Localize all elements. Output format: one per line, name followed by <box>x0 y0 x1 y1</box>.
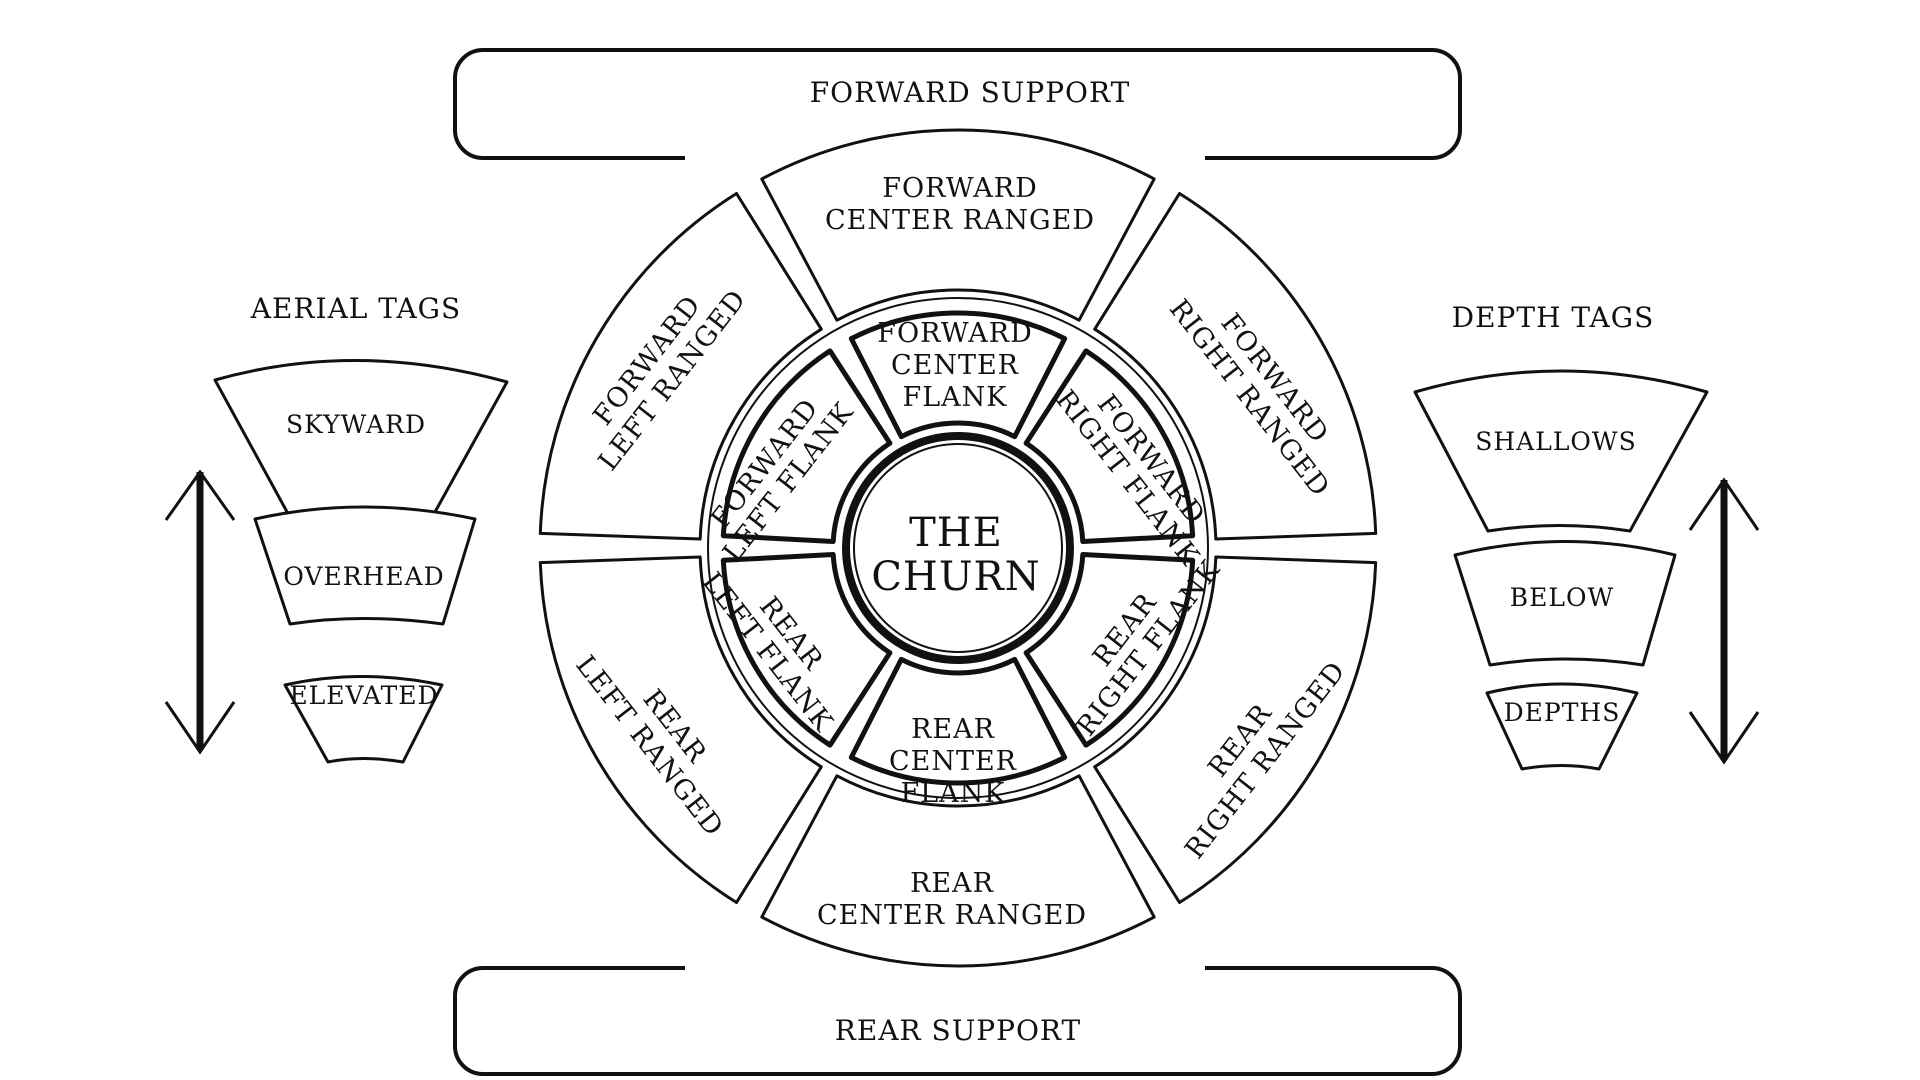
rear-center-ranged-segment <box>760 774 1156 968</box>
forward-left-ranged-segment <box>538 192 823 541</box>
shallows-tag-label: SHALLOWS <box>1475 427 1637 456</box>
rear-center-flank-line2: CENTER <box>889 746 1017 777</box>
rear-left-flank-segment <box>720 552 893 748</box>
skyward-tag-label: SKYWARD <box>286 410 426 439</box>
forward-center-flank-line3: FLANK <box>903 382 1008 413</box>
elevated-tag-shape <box>283 675 444 764</box>
shallows-tag-shape <box>1413 369 1709 533</box>
rear-support-gap <box>685 962 1205 976</box>
aerial-tags-title: AERIAL TAGS <box>250 292 461 325</box>
forward-center-flank-line2: CENTER <box>891 350 1019 381</box>
rear-support-zone: REAR SUPPORT <box>453 962 1462 1076</box>
double-arrow-vertical-icon <box>1688 477 1760 765</box>
depth-tags-panel: DEPTH TAGS SHALLOWS BELOW DEPTHS <box>1413 301 1760 771</box>
forward-support-label: FORWARD SUPPORT <box>810 76 1131 109</box>
below-tag-label: BELOW <box>1510 583 1614 612</box>
rear-right-ranged-segment <box>1093 555 1378 904</box>
outer-ring <box>538 128 1378 968</box>
rear-center-flank-segment <box>848 656 1068 786</box>
aerial-tags-panel: AERIAL TAGS SKYWARD OVERHEAD ELEVATED <box>164 292 509 764</box>
inner-ring <box>720 310 1196 786</box>
double-arrow-vertical-icon <box>164 469 236 755</box>
forward-center-flank-line1: FORWARD <box>877 318 1033 349</box>
churn-label-line1: THE <box>909 510 1003 556</box>
rear-right-flank-segment <box>1023 552 1196 748</box>
rear-left-ranged-segment <box>538 555 823 904</box>
elevated-tag-label: ELEVATED <box>289 681 438 710</box>
forward-center-flank-segment <box>848 310 1068 440</box>
depths-tag-shape <box>1485 682 1639 771</box>
rear-center-ranged-line2: CENTER RANGED <box>817 900 1087 931</box>
overhead-tag-label: OVERHEAD <box>283 562 444 591</box>
churn-label-line2: CHURN <box>871 554 1040 600</box>
rear-center-flank-line3: FLANK <box>901 778 1006 809</box>
forward-right-flank-segment <box>1023 348 1196 544</box>
overhead-tag-shape <box>253 505 477 626</box>
forward-left-flank-segment <box>720 348 893 544</box>
depths-tag-label: DEPTHS <box>1504 698 1621 727</box>
forward-center-ranged-line1: FORWARD <box>882 173 1038 204</box>
wheel: THE CHURN <box>538 128 1378 968</box>
below-tag-shape <box>1453 540 1677 667</box>
rear-support-label: REAR SUPPORT <box>835 1014 1081 1047</box>
forward-right-ranged-segment <box>1093 192 1378 541</box>
depth-tags-title: DEPTH TAGS <box>1452 301 1655 334</box>
forward-center-ranged-line2: CENTER RANGED <box>825 205 1095 236</box>
churn-inner-ring <box>853 443 1063 653</box>
rear-center-flank-line1: REAR <box>911 714 995 745</box>
mid-ring <box>707 297 1209 799</box>
rear-center-ranged-line1: REAR <box>910 868 994 899</box>
forward-center-ranged-segment <box>760 128 1156 322</box>
skyward-tag-shape <box>213 359 509 523</box>
churn-circle <box>842 432 1074 664</box>
